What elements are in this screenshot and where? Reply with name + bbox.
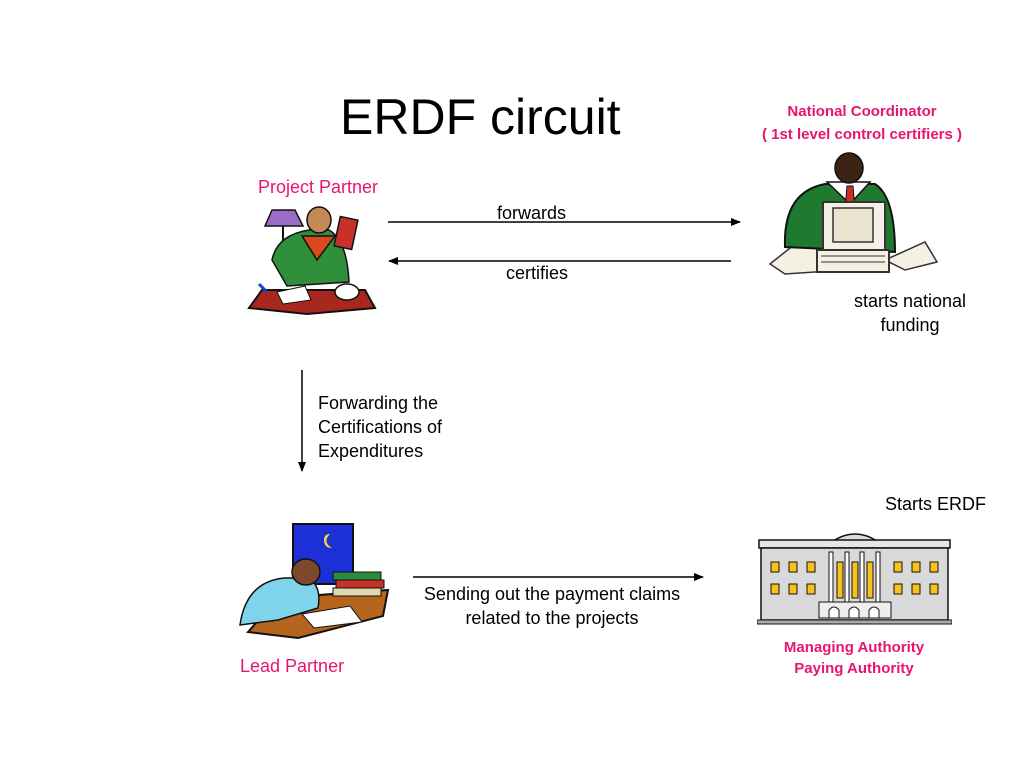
- national-coordinator-clipart: [768, 152, 939, 275]
- lead-partner-clipart: [239, 523, 390, 640]
- slide-title: ERDF circuit: [340, 89, 621, 145]
- forwarding-label: Forwarding the Certifications of Expendi…: [318, 391, 442, 463]
- national-funding-line2: funding: [880, 315, 940, 335]
- forwards-label: forwards: [497, 203, 567, 223]
- national-coordinator-label: National Coordinator ( 1st level control…: [740, 100, 984, 146]
- managing-authority-line2: Paying Authority: [794, 660, 914, 677]
- national-funding-note: starts national funding: [830, 289, 990, 337]
- managing-authority-building-icon: [757, 533, 952, 625]
- sending-line2: related to the projects: [465, 608, 639, 628]
- national-coordinator-line2: ( 1st level control certifiers ): [761, 126, 963, 143]
- national-coordinator-line1: National Coordinator: [787, 103, 937, 120]
- project-partner-label: Project Partner: [258, 177, 379, 197]
- sending-line1: Sending out the payment claims: [423, 584, 681, 604]
- forwarding-line2: Certifications of: [318, 417, 443, 437]
- starts-erdf-note: Starts ERDF: [885, 494, 987, 514]
- national-funding-line1: starts national: [853, 291, 967, 311]
- managing-authority-label: Managing Authority Paying Authority: [754, 637, 954, 679]
- forwarding-line3: Expenditures: [318, 441, 424, 461]
- forwarding-line1: Forwarding the: [318, 393, 439, 413]
- project-partner-clipart: [247, 206, 377, 316]
- certifies-label: certifies: [506, 263, 569, 283]
- sending-label: Sending out the payment claims related t…: [402, 582, 702, 630]
- lead-partner-label: Lead Partner: [240, 656, 345, 676]
- managing-authority-line1: Managing Authority: [783, 639, 925, 656]
